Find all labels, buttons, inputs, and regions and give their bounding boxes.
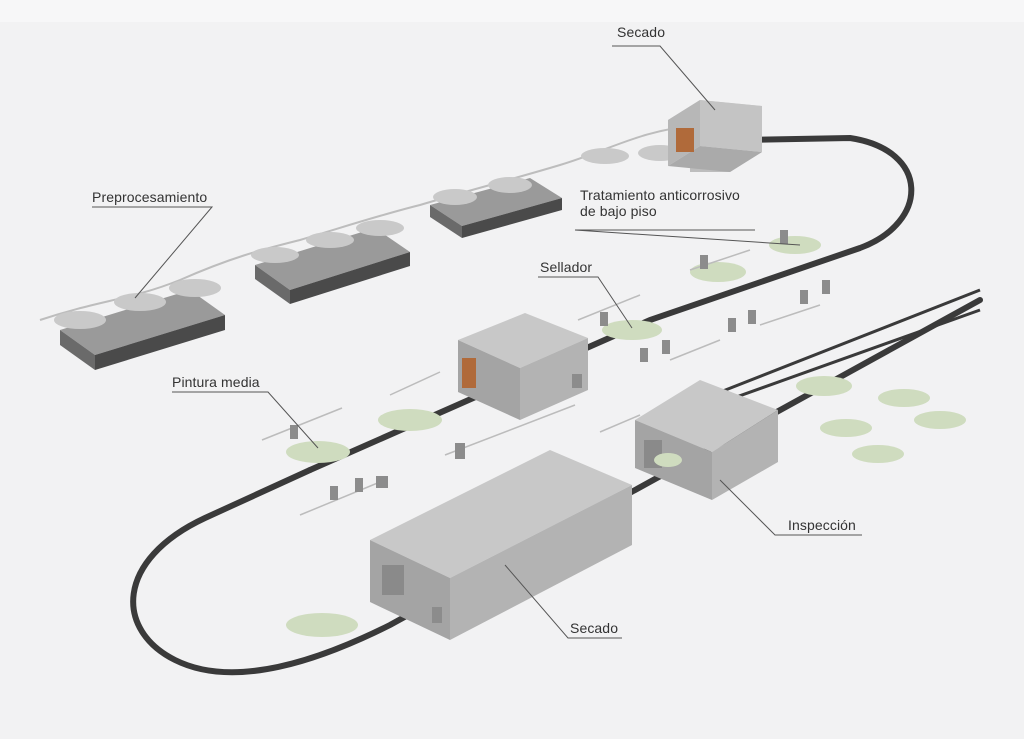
overhead-rail <box>39 124 701 321</box>
car-body <box>378 409 442 431</box>
pretreatment-tank-1 <box>54 279 225 370</box>
robot <box>355 478 363 492</box>
callout-line-preprocesamiento <box>92 206 214 299</box>
robot <box>640 348 648 362</box>
car-body <box>690 262 746 282</box>
conveyor-track-rail-2 <box>699 308 981 412</box>
fence <box>444 404 576 456</box>
robot <box>700 255 708 269</box>
callout-line-inspeccion <box>719 479 862 536</box>
label-tratamiento-line1: Tratamiento anticorrosivo <box>580 187 740 203</box>
drying-oven-top <box>668 100 762 172</box>
label-secado-bottom: Secado <box>570 620 619 636</box>
callout-line-tratamiento <box>574 229 801 246</box>
fence <box>599 414 641 433</box>
car-body <box>602 320 662 340</box>
fence <box>759 304 821 326</box>
robot <box>822 280 830 294</box>
raw-body-1 <box>581 148 629 164</box>
label-sellador: Sellador <box>540 259 593 275</box>
robot <box>455 443 465 459</box>
robot <box>800 290 808 304</box>
robot <box>572 374 582 388</box>
car-body <box>286 613 358 637</box>
fence <box>577 294 641 321</box>
car-body <box>286 441 350 463</box>
callout-line-pintura <box>172 391 319 449</box>
car-body <box>820 419 872 437</box>
sealer-booth <box>458 313 588 420</box>
robot <box>330 486 338 500</box>
robot <box>780 230 788 244</box>
label-pintura-media: Pintura media <box>172 374 260 390</box>
fence <box>261 407 343 441</box>
callout-line-sellador <box>538 276 633 329</box>
label-inspeccion: Inspección <box>788 517 856 533</box>
label-tratamiento: Tratamiento anticorrosivo de bajo piso <box>580 187 770 219</box>
inspection-booth <box>635 380 778 500</box>
conveyor-track-rail <box>699 288 981 402</box>
conveyor-track-lower <box>130 297 983 676</box>
car-body <box>796 376 852 396</box>
conveyor-track <box>307 134 915 473</box>
top-strip <box>0 0 1024 22</box>
car-body <box>914 411 966 429</box>
robot <box>662 340 670 354</box>
car-body <box>654 453 682 467</box>
robot <box>376 476 388 488</box>
fence <box>299 481 381 516</box>
robot <box>728 318 736 332</box>
label-preprocesamiento: Preprocesamiento <box>92 189 208 205</box>
callout-line-secado-bottom <box>504 564 622 639</box>
pretreatment-tank-3 <box>430 177 562 238</box>
robot <box>600 312 608 326</box>
fence <box>669 339 721 361</box>
drying-oven-bottom <box>370 450 632 640</box>
fence <box>389 371 441 396</box>
car-body <box>852 445 904 463</box>
car-body <box>878 389 930 407</box>
robot <box>432 607 442 623</box>
robot <box>748 310 756 324</box>
robot <box>290 425 298 439</box>
label-tratamiento-line2: de bajo piso <box>580 203 657 219</box>
pretreatment-tank-2 <box>251 220 410 304</box>
callout-line-secado-top <box>612 45 716 111</box>
label-secado-top: Secado <box>617 24 666 40</box>
